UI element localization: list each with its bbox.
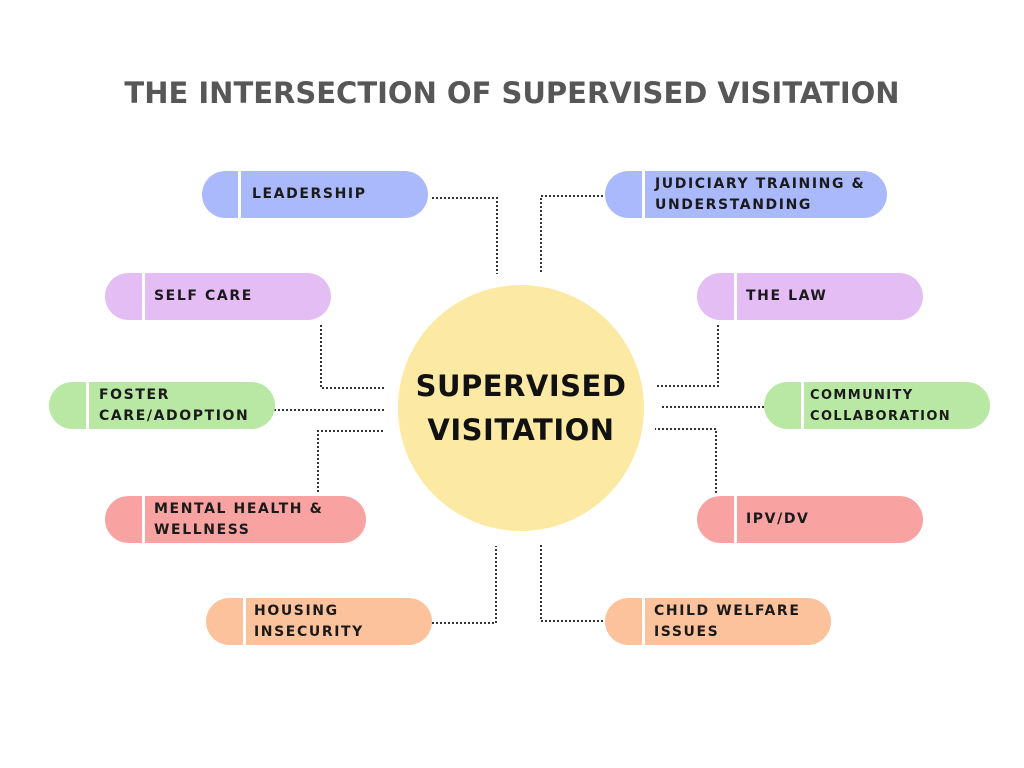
node-foster-care-label: FOSTER CARE/ADOPTION <box>99 386 250 424</box>
node-community: COMMUNITY COLLABORATION <box>764 382 990 429</box>
node-child-welfare-label: CHILD WELFARE ISSUES <box>654 602 801 640</box>
node-housing: HOUSING INSECURITY <box>206 598 432 645</box>
pill-divider <box>243 598 246 645</box>
node-self-care: SELF CARE <box>105 273 331 320</box>
connector-housing <box>432 546 497 624</box>
connector-child-welfare <box>540 544 603 622</box>
hub-label: SUPERVISED VISITATION <box>415 369 627 447</box>
central-hub-circle: SUPERVISED VISITATION <box>398 285 644 531</box>
pill-divider <box>86 382 89 429</box>
node-judiciary: JUDICIARY TRAINING & UNDERSTANDING <box>605 171 887 218</box>
node-housing-label: HOUSING INSECURITY <box>254 602 364 640</box>
connector-judiciary <box>540 195 603 272</box>
pill-divider <box>642 171 645 218</box>
node-child-welfare: CHILD WELFARE ISSUES <box>605 598 831 645</box>
node-leadership: LEADERSHIP <box>202 171 428 218</box>
pill-divider <box>142 273 145 320</box>
pill-divider <box>801 382 804 429</box>
node-the-law-label: THE LAW <box>746 288 828 304</box>
node-leadership-label: LEADERSHIP <box>252 186 367 202</box>
connector-self-care <box>320 325 384 389</box>
pill-divider <box>642 598 645 645</box>
node-ipv-dv-label: IPV/DV <box>746 511 810 527</box>
node-judiciary-label: JUDICIARY TRAINING & UNDERSTANDING <box>655 175 866 213</box>
node-mental-health: MENTAL HEALTH & WELLNESS <box>105 496 366 543</box>
node-community-label: COMMUNITY COLLABORATION <box>810 387 952 424</box>
node-mental-health-label: MENTAL HEALTH & WELLNESS <box>154 500 324 538</box>
node-foster-care: FOSTER CARE/ADOPTION <box>49 382 275 429</box>
page-title: THE INTERSECTION OF SUPERVISED VISITATIO… <box>124 76 900 110</box>
node-the-law: THE LAW <box>697 273 923 320</box>
connector-mental-health <box>317 430 384 492</box>
connector-the-law <box>657 325 719 387</box>
pill-divider <box>734 273 737 320</box>
connector-ipv-dv <box>655 428 717 493</box>
pill-divider <box>142 496 145 543</box>
pill-divider <box>238 171 241 218</box>
pill-divider <box>734 496 737 543</box>
connector-leadership <box>432 197 498 274</box>
node-self-care-label: SELF CARE <box>154 288 253 304</box>
node-ipv-dv: IPV/DV <box>697 496 923 543</box>
